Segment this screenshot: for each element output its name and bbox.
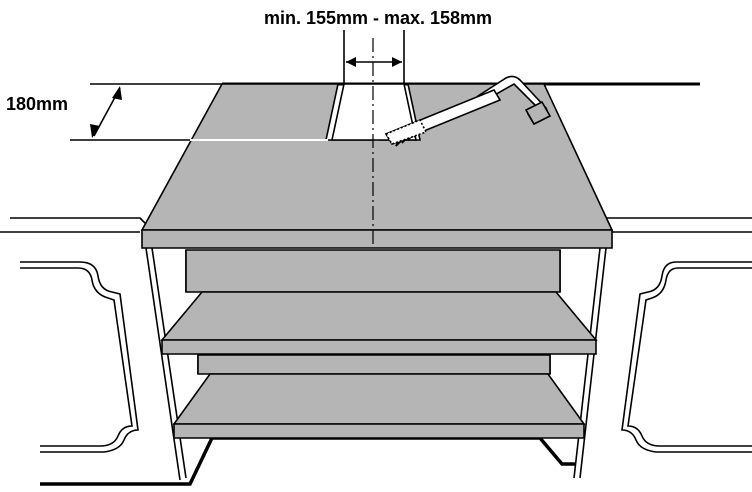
width-range-label: min. 155mm - max. 158mm	[264, 8, 492, 28]
back-panel	[185, 249, 561, 293]
width-dimension	[343, 30, 405, 84]
saw-icon	[384, 75, 552, 147]
worktop	[140, 83, 614, 249]
shelf-lower	[172, 373, 586, 439]
depth-arrow-icon	[90, 86, 122, 138]
back-panel-lower	[197, 354, 551, 375]
right-cabinet	[604, 217, 752, 453]
worktop-cutout	[331, 83, 417, 141]
shelf-upper	[160, 291, 598, 355]
depth-label: 180mm	[6, 94, 68, 114]
left-cabinet	[0, 217, 153, 453]
double-arrow-icon	[346, 57, 402, 67]
